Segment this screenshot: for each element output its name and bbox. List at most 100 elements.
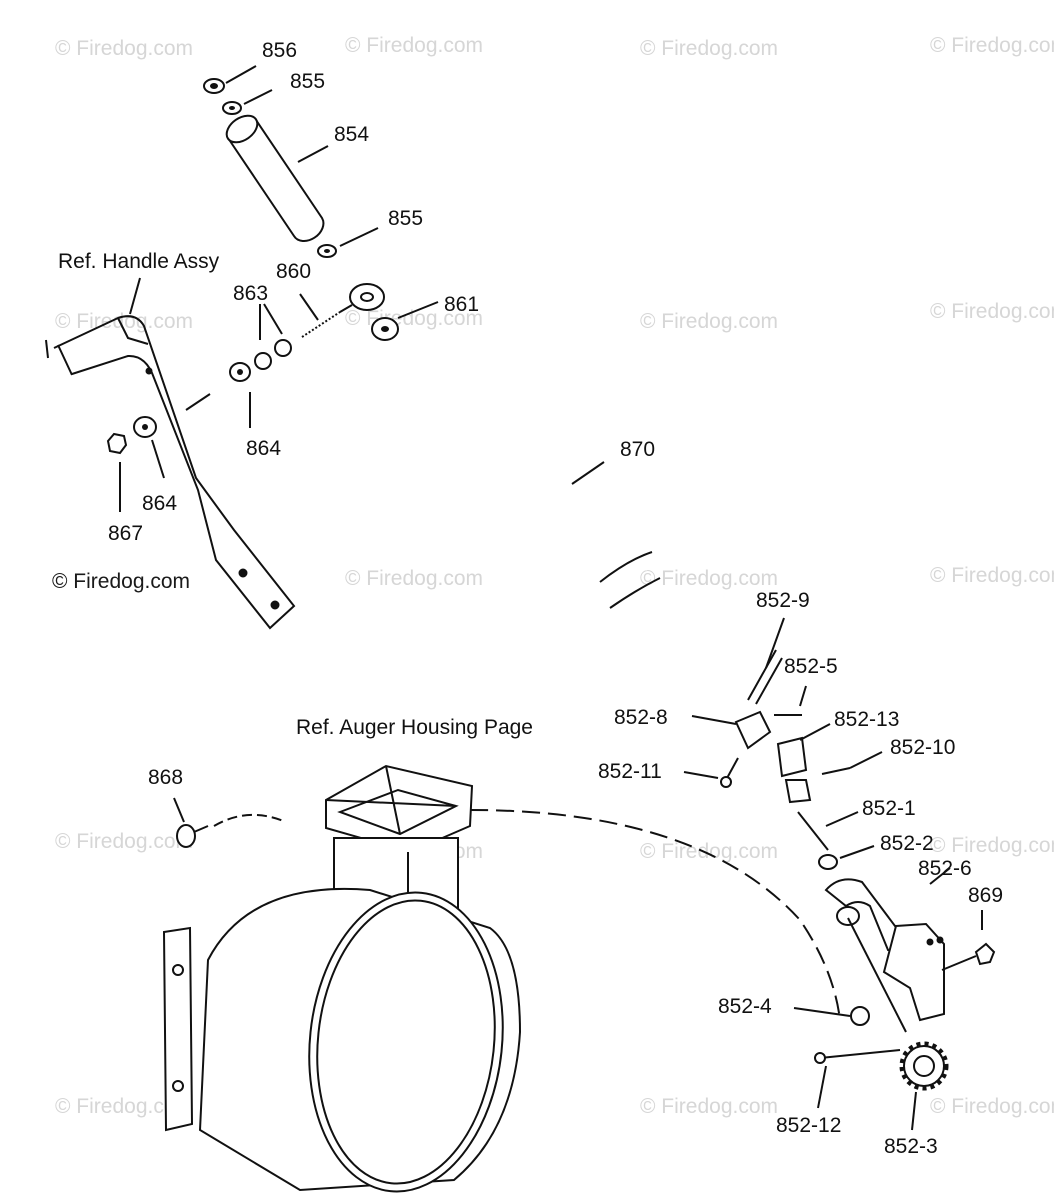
part-label-856: 856 — [262, 39, 297, 62]
leader — [129, 277, 141, 315]
bracket-852-6 — [882, 922, 945, 1022]
housing-rotation-arc — [469, 809, 841, 1021]
part-label-861: 861 — [444, 293, 479, 316]
auger-housing — [162, 764, 841, 1193]
watermark: © Firedog.com — [55, 310, 193, 333]
leader — [839, 845, 875, 859]
watermark: © Firedog.com — [55, 37, 193, 60]
part-label-870: 870 — [620, 438, 655, 461]
part-label-852-13: 852-13 — [834, 708, 899, 731]
part-label-864: 864 — [246, 437, 281, 460]
pin-852-12 — [819, 1049, 901, 1059]
housing-ring-inner — [316, 899, 496, 1185]
watermark: © Firedog.com — [55, 830, 193, 853]
pin-852-9 — [747, 649, 783, 705]
ref-auger-housing-label: Ref. Auger Housing Page — [296, 716, 533, 739]
watermark: © Firedog.com — [640, 840, 778, 863]
leader — [929, 867, 951, 885]
watermark: © Firedog.com — [640, 567, 778, 590]
part-label-855: 855 — [290, 70, 325, 93]
leader — [799, 723, 831, 741]
watermark: © Firedog.com — [640, 310, 778, 333]
linkage-852-assembly — [720, 649, 996, 1091]
part-label-855: 855 — [388, 207, 423, 230]
leader — [825, 811, 859, 827]
watermark: © Firedog.com — [930, 834, 1054, 857]
washer-hole — [142, 424, 148, 430]
part-label-864: 864 — [142, 492, 177, 515]
handle-tube-break — [45, 339, 73, 376]
bolt-head — [720, 776, 732, 788]
leader — [691, 715, 737, 725]
leader — [765, 617, 785, 669]
leader — [941, 955, 977, 971]
bracket-hole — [270, 600, 280, 610]
nut-863-b — [274, 339, 292, 357]
watermark: © Firedog.com — [345, 34, 483, 57]
flange-hole — [172, 964, 184, 976]
bracket-hole — [936, 936, 944, 944]
grip-sleeve-assembly — [203, 78, 399, 341]
part-label-860: 860 — [276, 260, 311, 283]
bracket-hole — [238, 568, 248, 578]
part-label-852-4: 852-4 — [718, 995, 772, 1018]
housing-ring — [308, 891, 504, 1193]
part-label-852-2: 852-2 — [880, 832, 934, 855]
pin-head — [814, 1052, 826, 1064]
leader — [571, 461, 605, 485]
pin-852-10 — [821, 767, 851, 775]
bolt-868-shaft — [193, 825, 209, 833]
nut-863-a — [254, 352, 272, 370]
rod-outline — [411, 374, 647, 569]
part-label-869: 869 — [968, 884, 1003, 907]
leader — [683, 771, 719, 779]
watermark: © Firedog.com — [930, 564, 1054, 587]
watermark: © Firedog.com — [55, 1095, 193, 1118]
nut-867 — [106, 432, 128, 455]
bolt-868-head — [176, 824, 196, 848]
leader — [185, 393, 211, 411]
part-label-867: 867 — [108, 522, 143, 545]
watermark: © Firedog.com — [930, 34, 1054, 57]
leader — [299, 293, 319, 321]
rod-fill — [409, 372, 649, 571]
leader-lines — [119, 65, 983, 1131]
part-label-852-3: 852-3 — [884, 1135, 938, 1158]
watermark-grid: © Firedog.com © Firedog.com © Firedog.co… — [55, 34, 1054, 1118]
washer-852-2 — [818, 854, 838, 870]
washer-hole — [324, 249, 330, 253]
leader — [151, 439, 165, 479]
cap-856-hole — [210, 83, 218, 89]
handle-bend — [117, 317, 149, 345]
shaft — [847, 917, 907, 1033]
watermark: © Firedog.com — [930, 300, 1054, 323]
washer-852-4 — [850, 1006, 870, 1026]
part-label-852-11: 852-11 — [598, 760, 662, 783]
handle-assembly — [45, 315, 296, 630]
bracket-hole — [926, 938, 934, 946]
leader — [817, 1065, 827, 1109]
bolt-868-path — [213, 813, 287, 827]
lower-block — [784, 779, 812, 804]
leader — [339, 227, 379, 247]
leader — [911, 1091, 917, 1131]
handle-bracket — [53, 315, 296, 630]
leader — [225, 65, 257, 84]
bracket-hole — [145, 367, 153, 375]
leader — [263, 303, 283, 335]
part-label-852-1: 852-1 — [862, 797, 916, 820]
leader — [173, 797, 185, 823]
shift-rod-870 — [409, 372, 743, 719]
coupler-852-13 — [776, 736, 808, 778]
flange-hole — [172, 1080, 184, 1092]
ref-handle-label: Ref. Handle Assy — [58, 250, 220, 273]
pivot-ring-hole — [360, 292, 374, 302]
washer — [836, 906, 860, 926]
part-label-852-10: 852-10 — [890, 736, 955, 759]
part-label-863: 863 — [233, 282, 268, 305]
gear-hub — [913, 1055, 935, 1077]
fastener-stack — [106, 339, 292, 455]
leader — [297, 145, 329, 163]
part-label-852-5: 852-5 — [784, 655, 838, 678]
